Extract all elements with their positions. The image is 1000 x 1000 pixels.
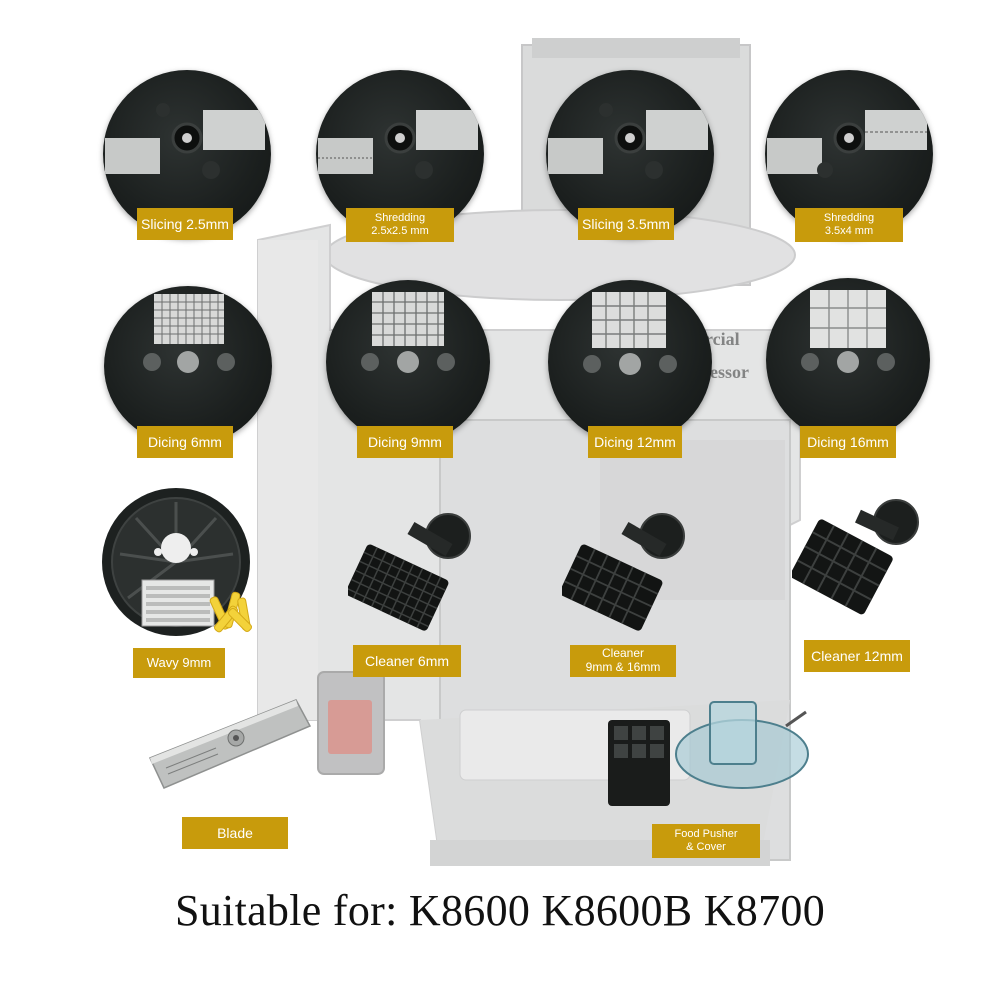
compatibility-text: Suitable for: K8600 K8600B K8700 xyxy=(174,886,825,935)
cleaner-9mm-16mm xyxy=(562,513,685,631)
machine-badge-line1: rcial xyxy=(705,329,740,349)
label-dicing-9: Dicing 9mm xyxy=(357,426,453,458)
machine-badge-line2: cessor xyxy=(702,362,749,382)
label-dicing-12: Dicing 12mm xyxy=(588,426,682,458)
label-wavy-9: Wavy 9mm xyxy=(133,648,225,678)
dicing-disc-6 xyxy=(104,286,272,446)
label-slicing-2-5: Slicing 2.5mm xyxy=(137,208,233,240)
cleaner-6mm xyxy=(348,513,471,631)
label-cleaner-9-16: Cleaner 9mm & 16mm xyxy=(570,645,676,677)
wavy-disc xyxy=(102,488,252,636)
label-dicing-6: Dicing 6mm xyxy=(137,426,233,458)
label-blade: Blade xyxy=(182,817,288,849)
dicing-disc-12 xyxy=(548,280,712,444)
label-cleaner-6mm: Cleaner 6mm xyxy=(353,645,461,677)
food-pusher-and-cover xyxy=(608,701,809,806)
label-cleaner-12mm: Cleaner 12mm xyxy=(804,640,910,672)
label-slicing-3-5: Slicing 3.5mm xyxy=(578,208,674,240)
dicing-disc-16 xyxy=(766,278,930,442)
label-shredding-2-5: Shredding 2.5x2.5 mm xyxy=(346,208,454,242)
label-dicing-16: Dicing 16mm xyxy=(800,426,896,458)
label-shredding-3-5: Shredding 3.5x4 mm xyxy=(795,208,903,242)
shredding-disc-3-5 xyxy=(765,70,933,238)
dicing-disc-9 xyxy=(326,280,490,444)
blade xyxy=(148,699,312,789)
label-food-pusher-cover: Food Pusher & Cover xyxy=(652,824,760,858)
cleaner-12mm xyxy=(792,499,919,615)
